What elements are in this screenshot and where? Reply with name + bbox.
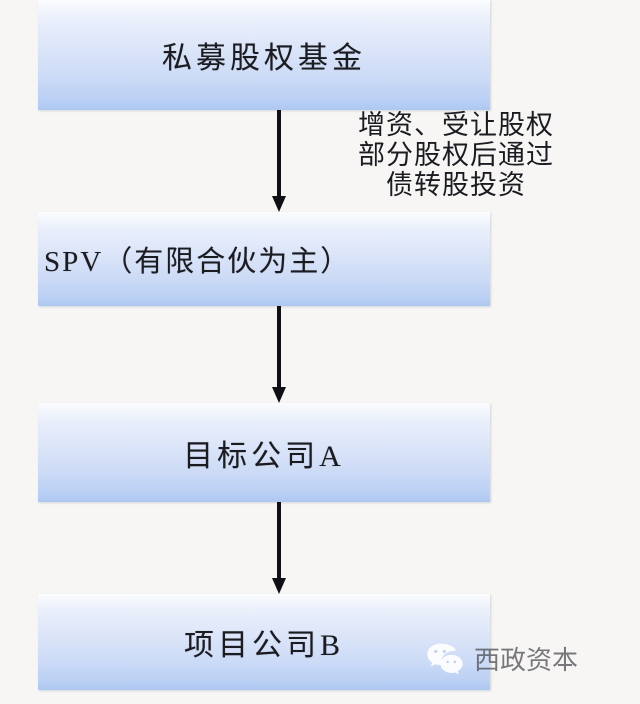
watermark-label: 西政资本 xyxy=(474,645,579,675)
annotation-line-3: 债转股投资 xyxy=(386,170,526,200)
annotation-line-1: 增资、受让股权 xyxy=(358,110,554,140)
flow-node-spv: SPV（有限合伙为主） xyxy=(38,212,490,306)
arrow-head-icon xyxy=(272,387,286,403)
arrow-head-icon xyxy=(272,578,286,594)
arrow-shaft xyxy=(277,502,281,580)
flow-arrow-target-to-project xyxy=(272,502,286,594)
flow-node-pe-fund: 私募股权基金 xyxy=(38,0,490,110)
flow-arrow-spv-to-target xyxy=(272,306,286,403)
flow-node-target-company: 目标公司A xyxy=(38,403,490,502)
wechat-icon xyxy=(427,643,463,675)
flow-node-label: 私募股权基金 xyxy=(162,42,366,75)
flow-node-label: SPV（有限合伙为主） xyxy=(44,246,352,278)
flow-edge-annotation: 增资、受让股权 部分股权后通过 债转股投资 xyxy=(296,110,616,200)
flow-node-label: 目标公司A xyxy=(183,439,345,473)
annotation-line-2: 部分股权后通过 xyxy=(358,140,554,170)
flow-arrow-fund-to-spv xyxy=(272,110,286,212)
arrow-shaft xyxy=(277,306,281,389)
flow-node-project-company: 项目公司B xyxy=(38,594,490,690)
flow-node-label: 项目公司B xyxy=(183,629,344,662)
arrow-head-icon xyxy=(272,196,286,212)
watermark: 西政资本 xyxy=(424,637,578,679)
arrow-shaft xyxy=(277,110,281,198)
